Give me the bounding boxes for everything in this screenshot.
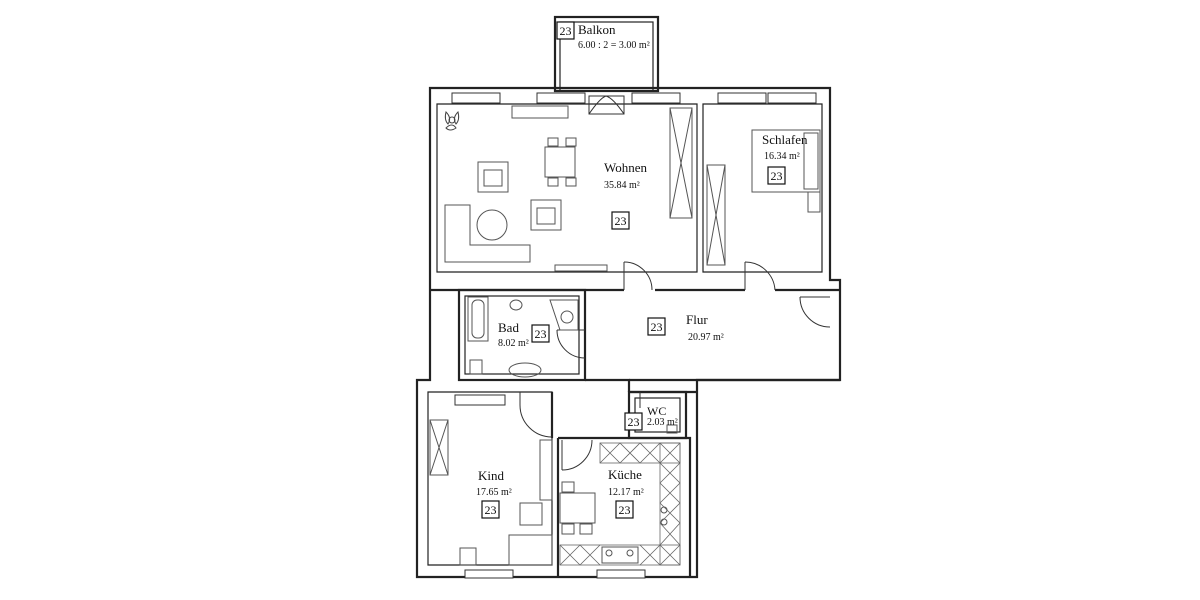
bad-furniture: [467, 296, 579, 378]
room-name: Schlafen: [762, 132, 808, 147]
kind-kueche-divider: [550, 392, 692, 577]
kueche-furniture: [559, 442, 681, 566]
room-area: 17.65 m²: [476, 487, 512, 498]
room-number: 23: [651, 320, 663, 334]
room-number: 23: [619, 503, 631, 517]
room-number: 23: [771, 169, 783, 183]
room-name: Wohnen: [604, 160, 647, 175]
room-name: Kind: [478, 468, 505, 483]
kind-furniture: [429, 419, 553, 566]
room-number: 23: [615, 214, 627, 228]
room-area: 16.34 m²: [764, 151, 800, 162]
room-area: 35.84 m²: [604, 180, 640, 191]
balkon-outline: [553, 15, 660, 93]
room-area: 20.97 m²: [688, 332, 724, 343]
room-balkon: 23 Balkon 6.00 : 2 = 3.00 m²: [556, 21, 650, 51]
room-name: Balkon: [578, 22, 616, 37]
room-flur: 23 Flur 20.97 m²: [647, 312, 724, 343]
room-number: 23: [535, 327, 547, 341]
room-number: 23: [485, 503, 497, 517]
fan-icon: [444, 111, 460, 131]
room-kind: Kind 17.65 m² 23: [476, 468, 512, 519]
doors: [519, 95, 831, 471]
room-name: WC: [647, 404, 666, 418]
wohnen-furniture: [444, 105, 693, 272]
room-kueche: Küche 12.17 m² 23: [608, 467, 644, 519]
room-number: 23: [560, 24, 572, 38]
room-wc: 23 WC 2.03 m²: [624, 404, 678, 431]
bad-walls: [457, 288, 587, 382]
schlafen-furniture: [706, 129, 821, 266]
room-number: 23: [628, 415, 640, 429]
room-area: 6.00 : 2 = 3.00 m²: [578, 40, 650, 51]
room-name: Bad: [498, 320, 519, 335]
room-area: 2.03 m²: [647, 417, 678, 428]
room-wohnen: Wohnen 35.84 m² 23: [604, 160, 647, 230]
room-name: Flur: [686, 312, 708, 327]
flur-walls: [585, 378, 840, 394]
windows: [451, 92, 817, 579]
room-bad: Bad 8.02 m² 23: [498, 320, 550, 349]
room-schlafen: Schlafen 16.34 m² 23: [762, 132, 808, 185]
room-name: Küche: [608, 467, 642, 482]
room-area: 8.02 m²: [498, 338, 529, 349]
room-area: 12.17 m²: [608, 487, 644, 498]
